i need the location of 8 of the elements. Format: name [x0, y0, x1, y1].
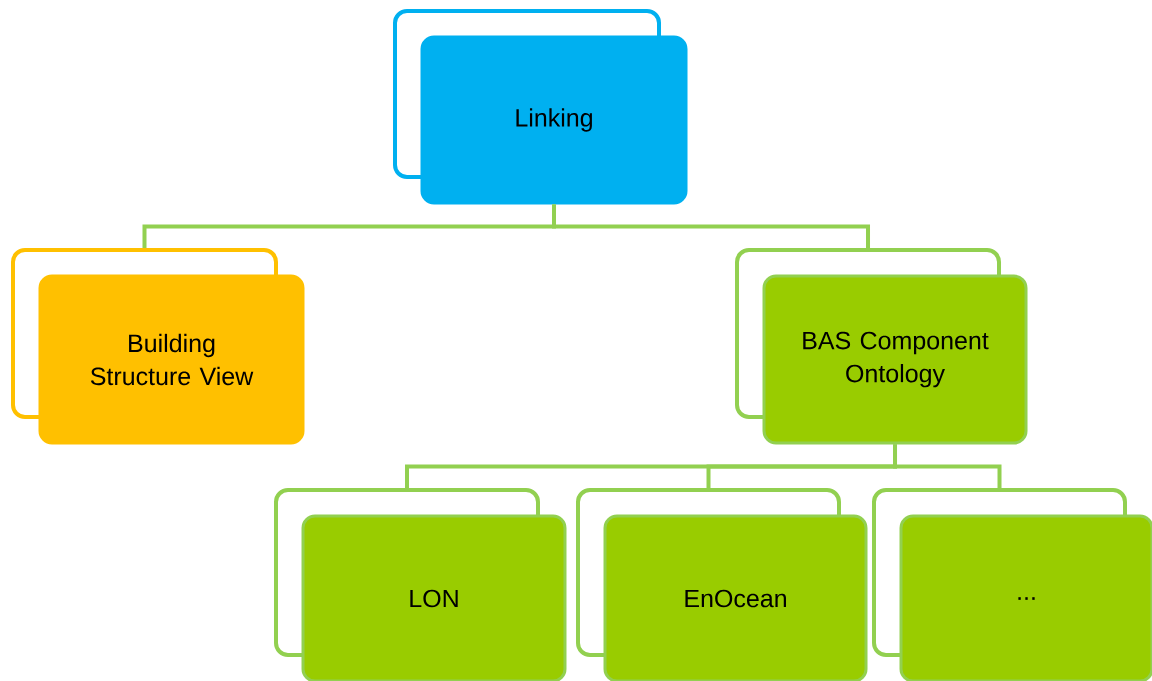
- stacked-box: ...: [872, 488, 1152, 681]
- connector-line: [552, 204, 870, 248]
- stacked-box: Building Structure View: [11, 248, 305, 445]
- stacked-box: EnOcean: [576, 488, 868, 681]
- stacked-box: Linking: [393, 9, 688, 205]
- stacked-box: LON: [274, 488, 567, 681]
- connector-line: [893, 444, 1002, 488]
- stacked-box: BAS Component Ontology: [735, 248, 1028, 445]
